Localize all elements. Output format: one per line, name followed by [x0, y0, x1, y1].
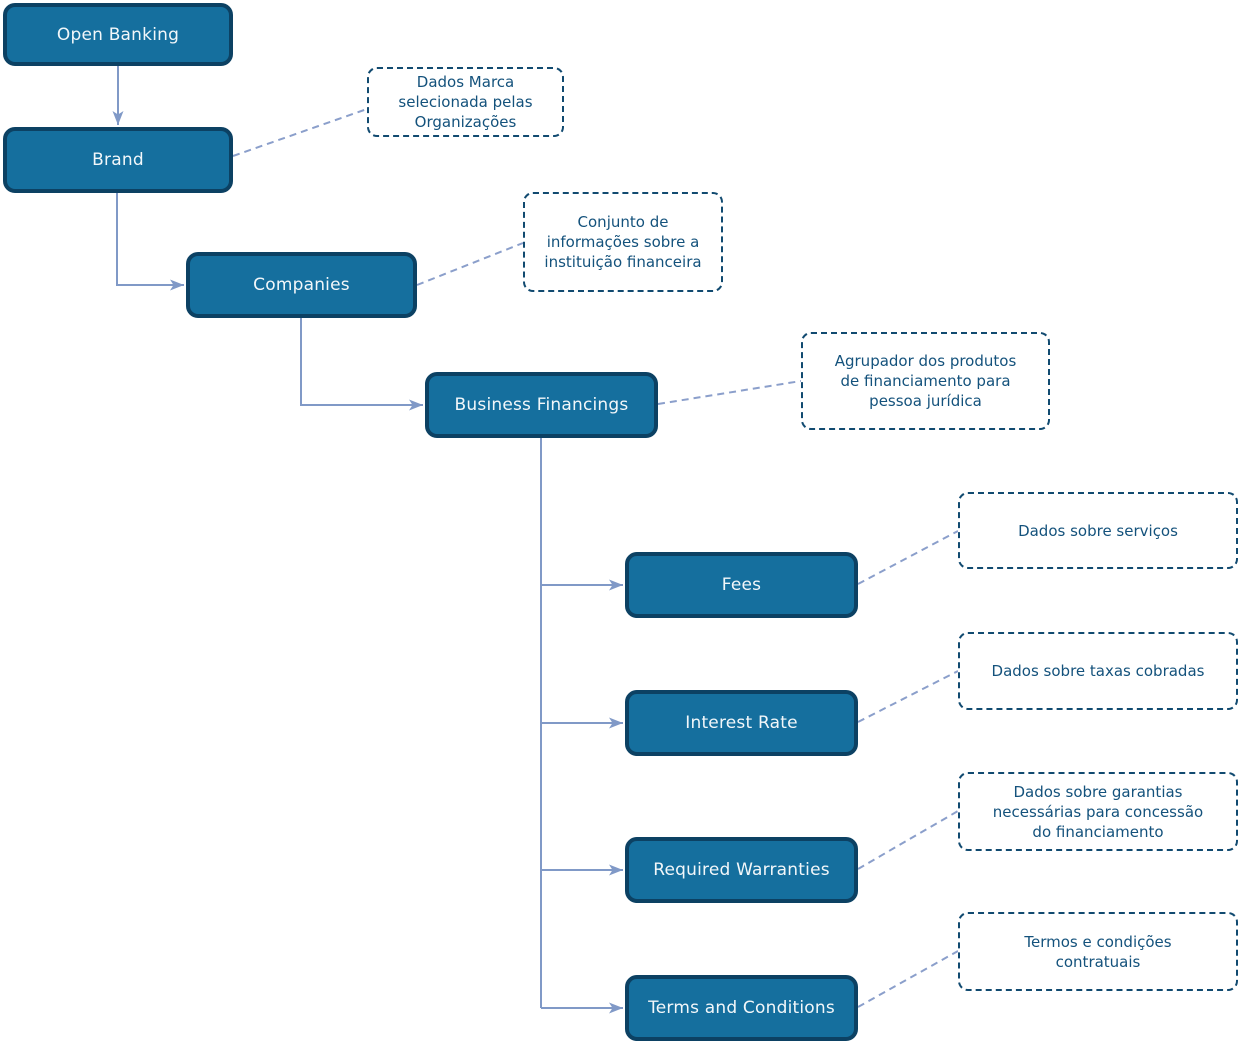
note-link-business-financings — [657, 380, 802, 405]
connector-companies-business-financings — [300, 318, 423, 411]
node-brand: Brand — [3, 127, 233, 193]
note-link-interest-rate — [857, 670, 959, 723]
note-link-brand — [232, 108, 368, 157]
node-interest-rate: Interest Rate — [625, 690, 858, 756]
annotation-terms-and-conditions: Termos e condições contratuais — [958, 912, 1238, 991]
node-fees: Fees — [625, 552, 858, 618]
annotation-interest-rate: Dados sobre taxas cobradas — [958, 632, 1238, 710]
connector-brand-companies — [116, 193, 184, 291]
annotation-business-financings: Agrupador dos produtos de financiamento … — [801, 332, 1050, 430]
note-link-terms-and-conditions — [857, 950, 959, 1008]
node-companies: Companies — [186, 252, 417, 318]
node-open-banking: Open Banking — [3, 3, 233, 66]
node-business-financings: Business Financings — [425, 372, 658, 438]
annotation-companies: Conjunto de informações sobre a institui… — [523, 192, 723, 292]
note-link-required-warranties — [857, 810, 959, 870]
node-terms-and-conditions: Terms and Conditions — [625, 975, 858, 1041]
node-required-warranties: Required Warranties — [625, 837, 858, 903]
annotation-required-warranties: Dados sobre garantias necessárias para c… — [958, 772, 1238, 851]
note-link-fees — [857, 530, 959, 585]
annotation-brand: Dados Marca selecionada pelas Organizaçõ… — [367, 67, 564, 137]
annotation-fees: Dados sobre serviços — [958, 492, 1238, 569]
note-link-companies — [416, 242, 524, 286]
